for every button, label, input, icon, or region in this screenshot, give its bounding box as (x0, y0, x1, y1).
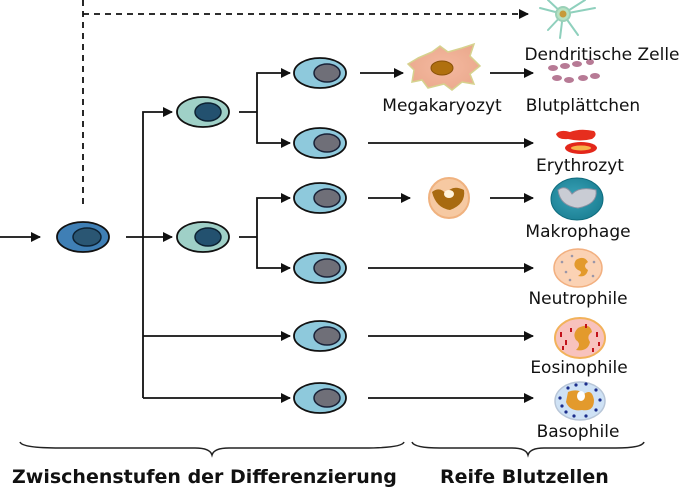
label-platelets: Blutplättchen (526, 96, 640, 116)
connector-lines (0, 68, 534, 403)
precursor-cell-neutrophil (293, 252, 347, 284)
label-erythrocyte: Erythrozyt (536, 156, 624, 176)
precursor-cell-erythrocyte (293, 127, 347, 159)
neutrophil-icon (553, 248, 603, 288)
brace-intermediate (19, 441, 405, 458)
precursor-cell-megakaryocyte (293, 57, 347, 89)
monocyte-icon (428, 177, 470, 219)
stem-cell (56, 221, 110, 253)
label-eosinophil: Eosinophile (530, 358, 627, 378)
label-macrophage: Makrophage (525, 222, 630, 242)
branch-to-ery-precursor (256, 112, 291, 148)
dendritic-pathway (82, 0, 529, 207)
basophil-icon (554, 381, 606, 421)
section-label-mature: Reife Blutzellen (440, 466, 609, 488)
label-neutrophil: Neutrophile (528, 289, 627, 309)
section-label-intermediate: Zwischenstufen der Differenzierung (12, 466, 397, 488)
label-dendritic-cell: Dendritische Zelle (524, 45, 679, 65)
megakaryocyte-icon (406, 42, 482, 91)
precursor-cell-monocyte (293, 182, 347, 214)
precursor-cell-basophil (293, 382, 347, 414)
branch-to-mk-precursor (256, 68, 291, 112)
precursor-cells (293, 57, 347, 414)
label-megakaryocyte: Megakaryozyt (382, 96, 502, 116)
brace-mature (411, 441, 645, 458)
erythrocyte-icon (556, 129, 597, 154)
progenitor-cell-2 (176, 221, 230, 253)
label-basophil: Basophile (537, 422, 620, 442)
branch-to-neutro-precursor (256, 237, 291, 273)
macrophage-icon (550, 177, 604, 221)
precursor-cell-eosinophil (293, 320, 347, 352)
platelets-icon (548, 59, 600, 83)
trunk-to-progenitor-1 (142, 107, 173, 398)
dendritic-cell-icon (539, 0, 596, 39)
progenitor-cell-1 (176, 96, 230, 128)
branch-to-mono-precursor (256, 193, 291, 237)
eosinophil-icon (554, 317, 606, 359)
